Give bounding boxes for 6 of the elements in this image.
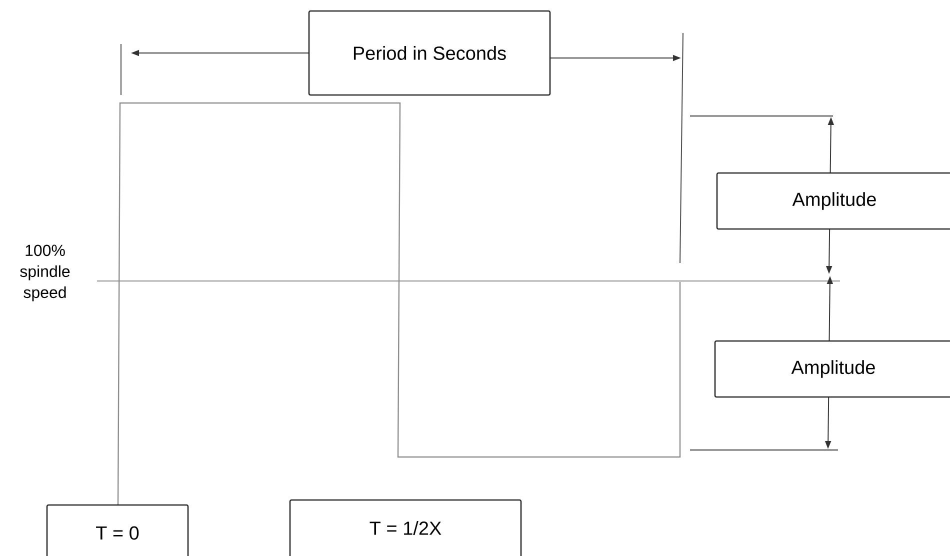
time-box: T = 0 [46, 504, 189, 556]
time-box: T = 1/2X [289, 499, 522, 556]
amplitude-box: Amplitude [714, 340, 950, 398]
amplitude-box: Amplitude [716, 172, 950, 230]
axis-label: 100% spindle speed [20, 244, 70, 302]
period-box: Period in Seconds [308, 10, 551, 96]
